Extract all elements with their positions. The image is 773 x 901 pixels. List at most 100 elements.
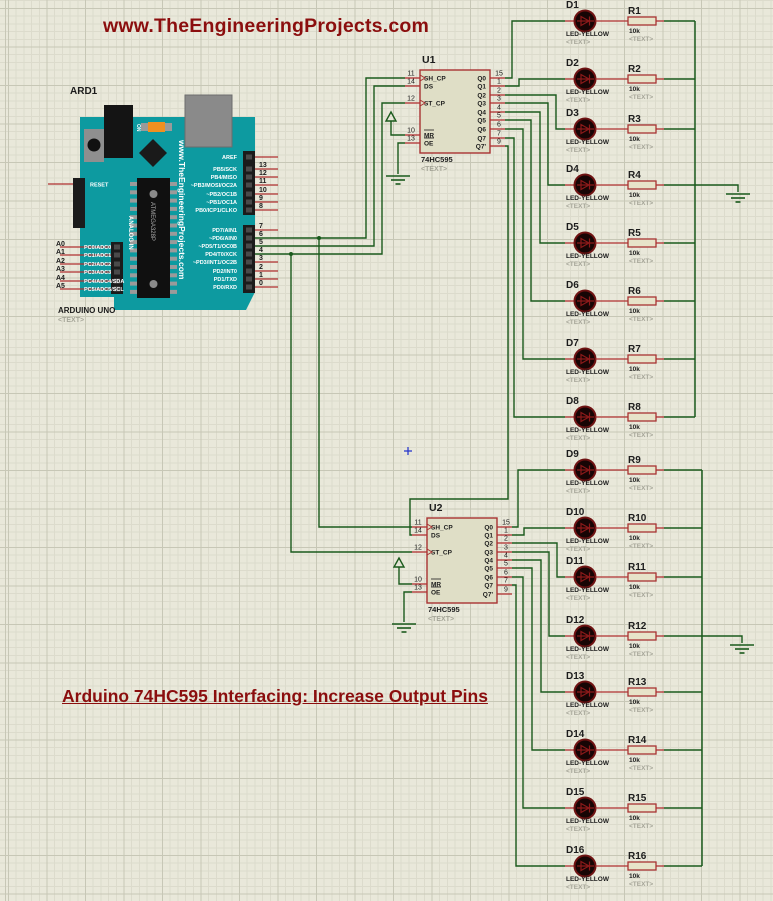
wire[interactable] [255, 102, 405, 255]
chip-pin [130, 289, 137, 294]
led-text-placeholder: <TEXT> [566, 261, 590, 268]
ic-U2[interactable]: U274HC595<TEXT>11SH_CP14DS12ST_CP10MR13O… [412, 502, 512, 623]
pin-name: OE [431, 590, 441, 597]
wire[interactable] [512, 542, 565, 578]
pin-number: 4 [259, 247, 263, 254]
wire[interactable] [409, 145, 509, 536]
resistor-text-placeholder: <TEXT> [629, 707, 653, 714]
wire[interactable] [505, 102, 565, 186]
pin-name: MR [424, 133, 434, 140]
wire[interactable] [512, 551, 565, 637]
pin-number: A0 [56, 241, 65, 248]
wire[interactable] [403, 591, 412, 622]
wire[interactable] [512, 576, 565, 809]
wire[interactable] [318, 238, 412, 528]
wire[interactable] [255, 77, 405, 239]
diode-symbol-icon [577, 73, 594, 85]
wire[interactable] [397, 142, 405, 174]
pin-number: 1 [504, 528, 508, 535]
power-header[interactable] [73, 178, 85, 228]
wire[interactable] [512, 584, 565, 867]
diode-symbol-icon [577, 179, 594, 191]
wire[interactable] [390, 121, 405, 136]
wire[interactable] [505, 137, 565, 418]
wire[interactable] [695, 184, 739, 192]
led-ref: D2 [566, 58, 579, 69]
resistor-text-placeholder: <TEXT> [629, 823, 653, 830]
pin-name: SH_CP [431, 525, 453, 532]
wire[interactable] [505, 119, 565, 302]
wire[interactable] [505, 78, 565, 87]
wire[interactable] [505, 111, 565, 244]
led-type: LED-YELLOW [566, 369, 610, 376]
led-text-placeholder: <TEXT> [566, 710, 590, 717]
ground-symbol[interactable] [730, 644, 754, 654]
pin-number: 4 [497, 105, 501, 112]
wire[interactable] [702, 635, 743, 643]
wire[interactable] [512, 559, 565, 693]
resistor-ref: R6 [628, 286, 641, 297]
resistor-value: 10k [629, 535, 640, 542]
wire[interactable] [512, 527, 565, 536]
ic-U1[interactable]: U174HC595<TEXT>11SH_CP14DS12ST_CP10MR13O… [405, 54, 505, 173]
digital-header-lower[interactable] [243, 225, 255, 293]
led-text-placeholder: <TEXT> [566, 884, 590, 891]
led-type: LED-YELLOW [566, 646, 610, 653]
wire[interactable] [505, 20, 565, 79]
wire[interactable] [290, 254, 412, 553]
ground-symbol[interactable] [726, 193, 750, 203]
wire[interactable] [512, 567, 565, 751]
header-pin [246, 199, 252, 205]
analog-in-label: ANALOG IN [127, 216, 133, 250]
wire[interactable] [505, 94, 565, 130]
chip-pin [130, 248, 137, 253]
ground-symbol[interactable] [392, 623, 416, 633]
power-symbol[interactable] [384, 110, 398, 122]
chip-pin [170, 256, 177, 261]
power-symbol[interactable] [392, 556, 406, 568]
header-pin [246, 268, 252, 274]
wire[interactable] [255, 85, 405, 247]
ground-symbol[interactable] [386, 175, 410, 185]
pin-number: 11 [414, 520, 421, 527]
chip-pin [170, 273, 177, 278]
wire[interactable] [398, 567, 412, 585]
resistor-value: 10k [629, 308, 640, 315]
wire[interactable] [512, 469, 565, 528]
wire[interactable] [505, 128, 565, 360]
